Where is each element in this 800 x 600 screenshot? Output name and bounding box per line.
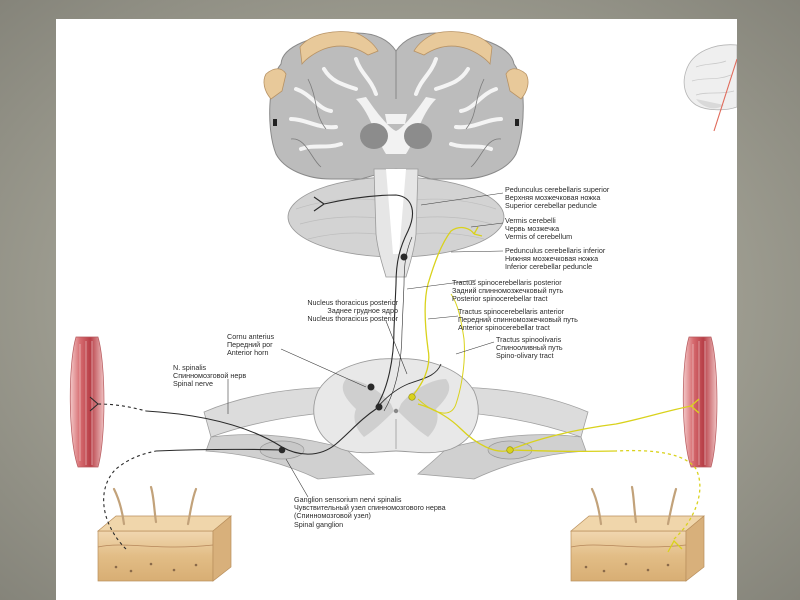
black-tract-pathways (89, 194, 442, 550)
label-nucleus-thoracicus: Nucleus thoracicus posterior Заднее груд… (276, 298, 398, 324)
label-russian: Спинномозговой нерв (173, 371, 247, 381)
spinal-cord-section (203, 358, 589, 480)
label-english: Spino-olivary tract (496, 351, 554, 361)
skull-bone-fragments (263, 31, 529, 100)
label-vermis: Vermis cerebelli Червь мозжечка Vermis o… (505, 216, 573, 242)
label-superior-cerebellar-peduncle: Pedunculus cerebellaris superior Верхняя… (505, 185, 610, 211)
yellow-tract-pathways (413, 226, 701, 553)
label-russian-alt: (Спинномозговой узел) (294, 511, 371, 521)
label-english: Anterior spinocerebellar tract (458, 323, 550, 333)
diagram-svg (69, 31, 737, 582)
label-latin: Tractus spinocerebellaris posterior (452, 278, 562, 287)
slide-canvas: Pedunculus cerebellaris superior Верхняя… (56, 19, 737, 600)
label-english: Anterior horn (227, 348, 269, 358)
label-russian: Червь мозжечка (505, 224, 560, 234)
label-latin: Vermis cerebelli (505, 216, 556, 225)
neuron-somata (278, 253, 514, 454)
label-latin: N. spinalis (173, 363, 207, 372)
label-posterior-spinocerebellar-tract: Tractus spinocerebellaris posterior Задн… (452, 278, 564, 304)
skin-block-left (97, 485, 232, 582)
label-english: Spinal nerve (173, 379, 213, 389)
skull-marker-left (273, 119, 277, 126)
label-russian: Спинооливный путь (496, 343, 563, 353)
label-english: Posterior spinocerebellar tract (452, 294, 548, 304)
label-spinal-ganglion: Ganglion sensorium nervi spinalis Чувств… (294, 495, 446, 529)
label-english: Nucleus thoracicus posterior (307, 314, 398, 324)
muscle-right (682, 336, 718, 468)
label-latin: Pedunculus cerebellaris superior (505, 185, 610, 194)
label-latin: Nucleus thoracicus posterior (307, 298, 398, 307)
label-inferior-cerebellar-peduncle: Pedunculus cerebellaris inferior Нижняя … (505, 246, 606, 272)
label-spinal-nerve: N. spinalis Спинномозговой нерв Spinal n… (173, 363, 247, 389)
label-latin: Ganglion sensorium nervi spinalis (294, 495, 402, 504)
cerebrum (269, 32, 524, 180)
label-english: Spinal ganglion (294, 519, 344, 529)
skin-block-right (570, 485, 705, 582)
label-russian: Чувствительный узел спинномозгового нерв… (294, 503, 446, 513)
leader-lines (227, 192, 504, 498)
label-russian: Верхняя мозжечковая ножка (505, 193, 601, 203)
label-latin: Cornu anterius (227, 332, 275, 341)
label-russian: Передний рог (227, 340, 273, 350)
label-anterior-horn: Cornu anterius Передний рог Anterior hor… (227, 332, 275, 358)
skull-marker-right (515, 119, 519, 126)
label-latin: Pedunculus cerebellaris inferior (505, 246, 606, 255)
label-english: Superior cerebellar peduncle (505, 201, 597, 211)
brain-orientation-icon (683, 44, 737, 132)
label-english: Inferior cerebellar peduncle (505, 262, 593, 272)
label-russian: Нижняя мозжечковая ножка (505, 254, 599, 264)
label-latin: Tractus spinoolivaris (496, 335, 562, 344)
cerebellum (287, 168, 505, 278)
label-latin: Tractus spinocerebellaris anterior (458, 307, 564, 316)
label-russian: Передний спинномозжечковый путь (458, 315, 578, 325)
label-russian: Заднее грудное ядро (327, 306, 398, 316)
label-english: Vermis of cerebellum (505, 232, 573, 242)
muscle-left (69, 336, 105, 468)
label-anterior-spinocerebellar-tract: Tractus spinocerebellaris anterior Перед… (458, 307, 578, 333)
label-russian: Задний спинномозжечковый путь (452, 286, 564, 296)
label-spino-olivary-tract: Tractus spinoolivaris Спинооливный путь … (496, 335, 563, 361)
